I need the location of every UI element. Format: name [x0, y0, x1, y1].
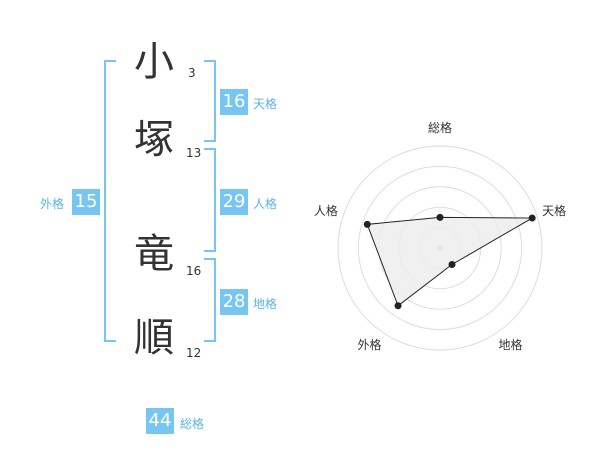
stroke-count-4: 12	[186, 346, 202, 360]
gaikaku-bracket	[104, 60, 116, 342]
tenkaku-label: 天格	[253, 97, 278, 111]
soukaku-value: 44	[146, 408, 174, 434]
radar-point-4	[394, 302, 402, 310]
jinkaku-bracket	[204, 148, 216, 252]
radar-point-3	[448, 261, 456, 269]
jinkaku-label: 人格	[253, 197, 278, 211]
chikaku-bracket	[204, 258, 216, 342]
jinkaku-value: 29	[220, 189, 248, 215]
radar-ring	[357, 165, 523, 331]
radar-point-1	[436, 213, 444, 221]
radar-axis-label-4: 外格	[357, 337, 381, 352]
radar-axis-label-3: 地格	[499, 337, 523, 352]
radar-axis-label-5: 人格	[314, 203, 338, 218]
stroke-count-3: 16	[186, 264, 202, 278]
radar-ring	[337, 145, 543, 351]
stroke-count-1: 3	[188, 66, 196, 80]
name-char-3: 竜	[134, 231, 174, 277]
tenkaku-bracket	[204, 60, 216, 142]
radar-point-5	[363, 220, 371, 228]
radar-point-2	[528, 214, 536, 222]
name-char-2: 塚	[134, 117, 174, 163]
tenkaku-value: 16	[220, 89, 248, 115]
radar-axis-label-2: 天格	[542, 203, 566, 218]
name-char-4: 順	[134, 315, 174, 361]
radar-axis-label-1: 総格	[428, 120, 452, 135]
chikaku-label: 地格	[253, 297, 278, 311]
name-char-1: 小	[134, 39, 174, 85]
stroke-count-2: 13	[186, 146, 202, 160]
gaikaku-label: 外格	[40, 197, 65, 211]
chikaku-value: 28	[220, 289, 248, 315]
gaikaku-value: 15	[72, 189, 100, 215]
soukaku-label: 総格	[180, 417, 205, 431]
radar-area	[366, 216, 534, 307]
